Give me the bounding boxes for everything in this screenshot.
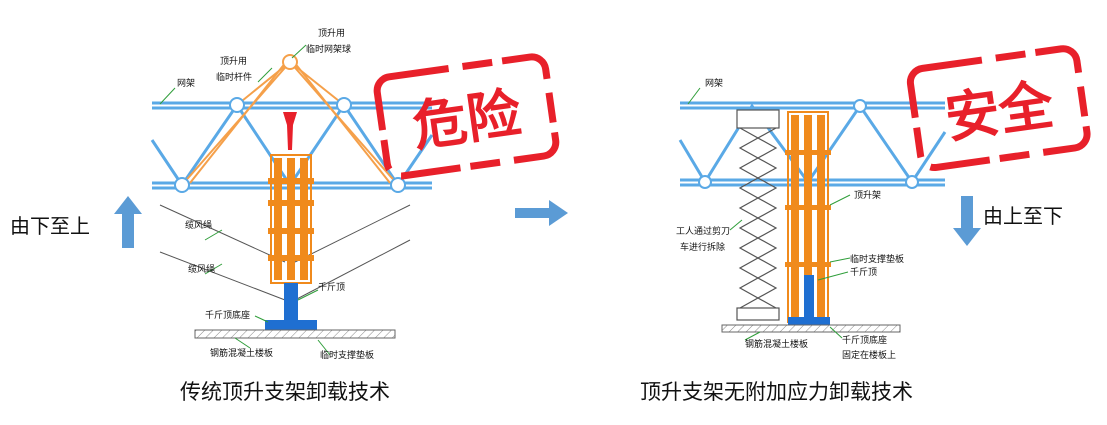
down-arrow-icon [953,196,981,246]
left-direction-label: 由下至上 [10,214,90,238]
label-slab-r: 钢筋混凝土楼板 [745,338,808,350]
label-scissor-2: 车进行拆除 [680,241,725,253]
label-jack: 千斤顶 [318,282,345,293]
right-truss [678,101,947,187]
label-rope-2: 缆风绳 [188,263,215,275]
left-temp-rods [181,61,399,186]
left-guy-ropes [159,204,411,301]
right-slab [721,324,901,333]
left-caption: 传统顶升支架卸载技术 [180,380,390,404]
right-leaders [687,87,851,341]
label-jack-rod-2: 临时杆件 [216,71,252,83]
right-part-labels: 网架 工人通过剪刀 车进行拆除 顶升架 临时支撑垫板 千斤顶 钢筋混凝土楼板 千… [676,78,904,361]
label-jack-base-r: 千斤顶底座 [842,334,887,346]
right-diagram: 网架 工人通过剪刀 车进行拆除 顶升架 临时支撑垫板 千斤顶 钢筋混凝土楼板 千… [676,45,1091,361]
left-jack-base [265,320,317,330]
label-jack-base: 千斤顶底座 [205,309,250,321]
right-truss-nodes [698,99,919,189]
right-jack-base [788,317,830,325]
label-jack-ball-1: 顶升用 [318,28,345,39]
left-truss-nodes [174,54,406,193]
stamp-danger-text: 危险 [409,81,526,159]
left-red-rod [283,112,297,150]
left-part-labels: 网架 顶升用 临时杆件 顶升用 临时网架球 缆风绳 缆风绳 千斤顶 千斤顶底座 … [177,28,374,361]
left-jacking-frame [268,154,314,284]
label-jack-r: 千斤顶 [850,267,877,278]
label-jack-frame: 顶升架 [854,190,881,201]
right-jack [804,275,814,317]
left-jack [284,283,298,323]
right-scissor-lift [736,109,780,321]
left-slab [194,329,396,339]
label-fixed: 固定在楼板上 [842,349,896,361]
left-leaders [159,44,331,356]
label-scissor-1: 工人通过剪刀 [676,225,730,237]
right-direction-label: 由上至下 [983,204,1063,228]
left-danger-stamp: 危险 [373,53,560,180]
right-caption: 顶升支架无附加应力卸载技术 [640,380,913,404]
label-pad-r: 临时支撑垫板 [850,253,904,265]
label-slab: 钢筋混凝土楼板 [210,347,273,359]
label-net-frame: 网架 [177,78,195,89]
right-arrow-icon [515,200,568,226]
label-net-frame-r: 网架 [705,78,723,89]
label-rope-1: 缆风绳 [185,219,212,231]
right-safe-stamp: 安全 [906,45,1091,172]
up-arrow-icon [114,196,142,248]
label-pad: 临时支撑垫板 [320,349,374,361]
left-diagram: 网架 顶升用 临时杆件 顶升用 临时网架球 缆风绳 缆风绳 千斤顶 千斤顶底座 … [114,28,560,361]
label-jack-rod-1: 顶升用 [220,56,247,67]
stamp-safe-text: 安全 [941,73,1058,151]
label-jack-ball-2: 临时网架球 [306,43,351,55]
